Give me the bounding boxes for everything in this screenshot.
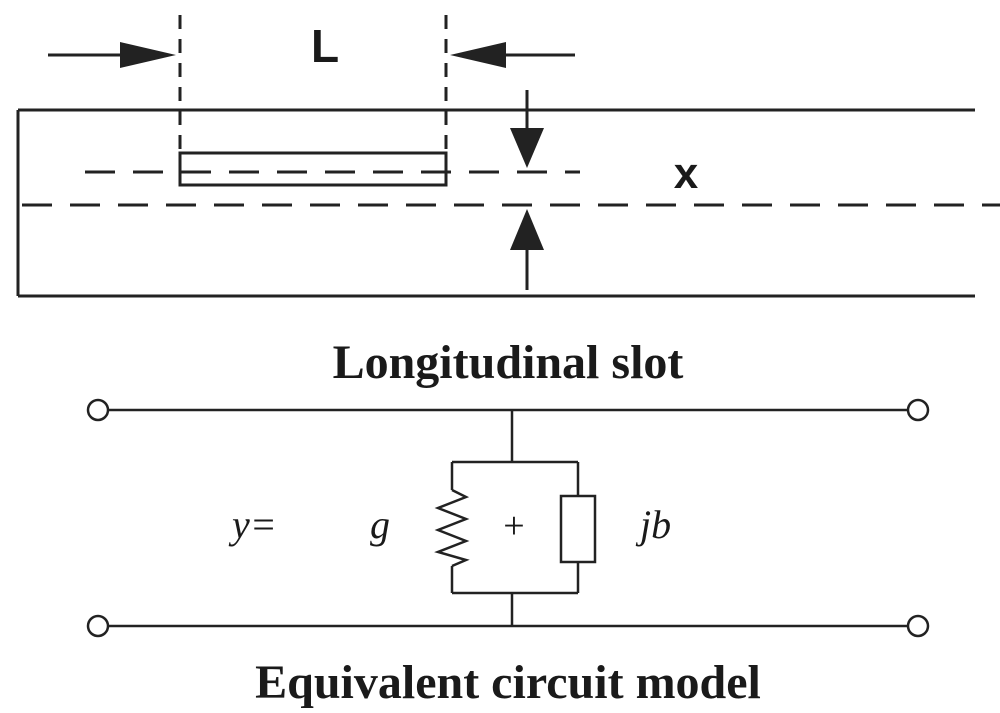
terminal-bottom-left	[86, 614, 110, 638]
waveguide-diagram: L x	[16, 15, 1000, 298]
resistor-zigzag	[434, 488, 470, 568]
length-arrow-left-head	[120, 42, 176, 68]
circuit-caption: Equivalent circuit model	[255, 656, 761, 709]
equivalent-circuit	[86, 398, 930, 638]
slot	[178, 151, 448, 187]
length-arrow-right-head	[450, 42, 506, 68]
plus-sign: +	[503, 505, 524, 547]
admittance-label: y=	[228, 502, 277, 547]
susceptance-element	[559, 494, 597, 564]
terminal-top-left	[86, 398, 110, 422]
conductance-label: g	[370, 502, 390, 547]
slot-caption: Longitudinal slot	[333, 336, 684, 389]
offset-label: x	[674, 149, 699, 198]
terminal-top-right	[906, 398, 930, 422]
offset-arrow-bottom-head	[510, 209, 544, 250]
terminal-bottom-right	[906, 614, 930, 638]
length-label: L	[311, 20, 339, 72]
offset-arrow-top-head	[510, 128, 544, 168]
susceptance-label: jb	[635, 502, 671, 547]
